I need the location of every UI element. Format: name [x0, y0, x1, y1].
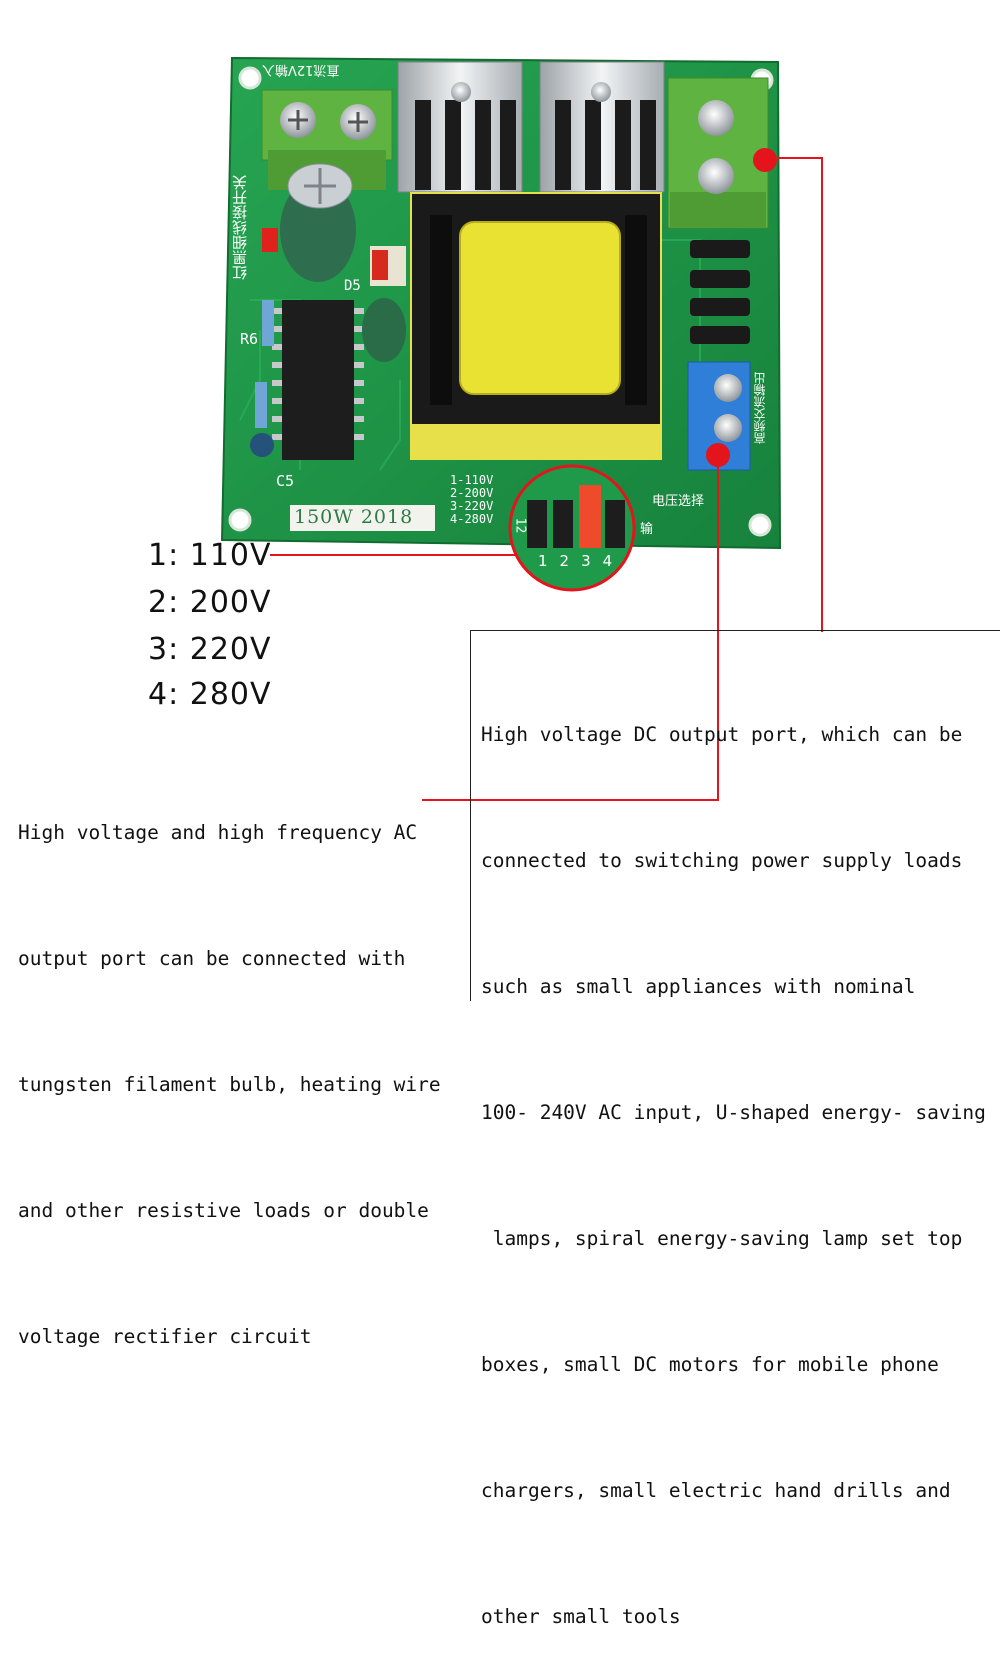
silkscreen-left-label: 红黑细线接开关	[231, 175, 249, 280]
silkscreen-input-label: 输	[640, 522, 654, 537]
silkscreen-top-label: 直流12V输入	[262, 62, 340, 77]
silkscreen-right-label: 高频交流输出	[753, 372, 767, 444]
description-line: chargers, small electric hand drills and	[481, 1479, 951, 1502]
description-line: voltage rectifier circuit	[18, 1325, 312, 1348]
description-line: other small tools	[481, 1605, 681, 1628]
dc-port-callout-dot	[753, 148, 777, 172]
voltage-option-value: 220V	[189, 632, 272, 667]
dc-port-description-frame	[470, 630, 1000, 1001]
pin-number: 2	[559, 552, 570, 570]
description-line: connected to switching power supply load…	[481, 849, 963, 872]
pcb-board-image	[220, 56, 823, 801]
callout-lines	[270, 157, 823, 801]
transformer	[410, 192, 662, 460]
electrolytic-capacitor	[280, 163, 356, 282]
silkscreen-option: 2-200V	[450, 486, 494, 500]
description-line: High voltage DC output port, which can b…	[481, 723, 963, 746]
silkscreen-voltage-options: 1-110V 2-200V 3-220V 4-280V	[450, 474, 493, 526]
jumper-magnifier	[508, 464, 636, 592]
heatsinks	[397, 61, 665, 193]
silkscreen-c5-label: C5	[276, 472, 295, 490]
ac-port-callout-dot	[706, 443, 730, 467]
voltage-option-value: 280V	[189, 677, 272, 712]
description-line: 100- 240V AC input, U-shaped energy- sav…	[481, 1101, 986, 1124]
mounting-holes	[228, 66, 774, 537]
dc-port-description: High voltage DC output port, which can b…	[481, 630, 986, 1680]
silkscreen-header-side-label: 12	[512, 517, 528, 534]
voltage-option: 3: 220V	[148, 632, 272, 667]
pin-number: 3	[581, 552, 591, 570]
voltage-option-value: 200V	[189, 585, 272, 620]
silkscreen-d5-label: D5	[344, 278, 361, 294]
ic-chip	[272, 300, 364, 460]
rectifier-diodes	[690, 240, 750, 344]
description-line: lamps, spiral energy-saving lamp set top	[481, 1227, 963, 1250]
description-line: boxes, small DC motors for mobile phone	[481, 1353, 939, 1376]
description-line: such as small appliances with nominal	[481, 975, 916, 998]
pin-number: 4	[602, 552, 613, 570]
description-line: and other resistive loads or double	[18, 1199, 429, 1222]
voltage-option: 4: 280V	[148, 677, 272, 712]
description-line: tungsten filament bulb, heating wire	[18, 1073, 441, 1096]
description-line: output port can be connected with	[18, 947, 406, 970]
silkscreen-model-label: 150W 2018	[294, 506, 414, 528]
jumper-pin-numbers: 1 2 3 4	[538, 552, 612, 570]
ac-port-description: High voltage and high frequency AC outpu…	[18, 728, 441, 1400]
voltage-option-number: 1:	[148, 538, 180, 573]
silkscreen-r6-label: R6	[240, 330, 259, 348]
voltage-option: 1: 110V	[148, 538, 272, 573]
description-line: High voltage and high frequency AC	[18, 821, 418, 844]
pin-number: 1	[538, 552, 548, 570]
voltage-option: 2: 200V	[148, 585, 272, 620]
silkscreen-option: 3-220V	[450, 499, 494, 513]
voltage-option-value: 110V	[189, 538, 272, 573]
silkscreen-option: 1-110V	[450, 473, 494, 487]
silkscreen-option: 4-280V	[450, 512, 494, 526]
voltage-option-number: 2:	[148, 585, 180, 620]
dc-output-terminal	[667, 77, 769, 229]
voltage-option-number: 4:	[148, 677, 180, 712]
silkscreen-select-label: 电压选择	[652, 494, 705, 509]
voltage-option-number: 3:	[148, 632, 180, 667]
ac-output-terminal	[687, 361, 751, 471]
